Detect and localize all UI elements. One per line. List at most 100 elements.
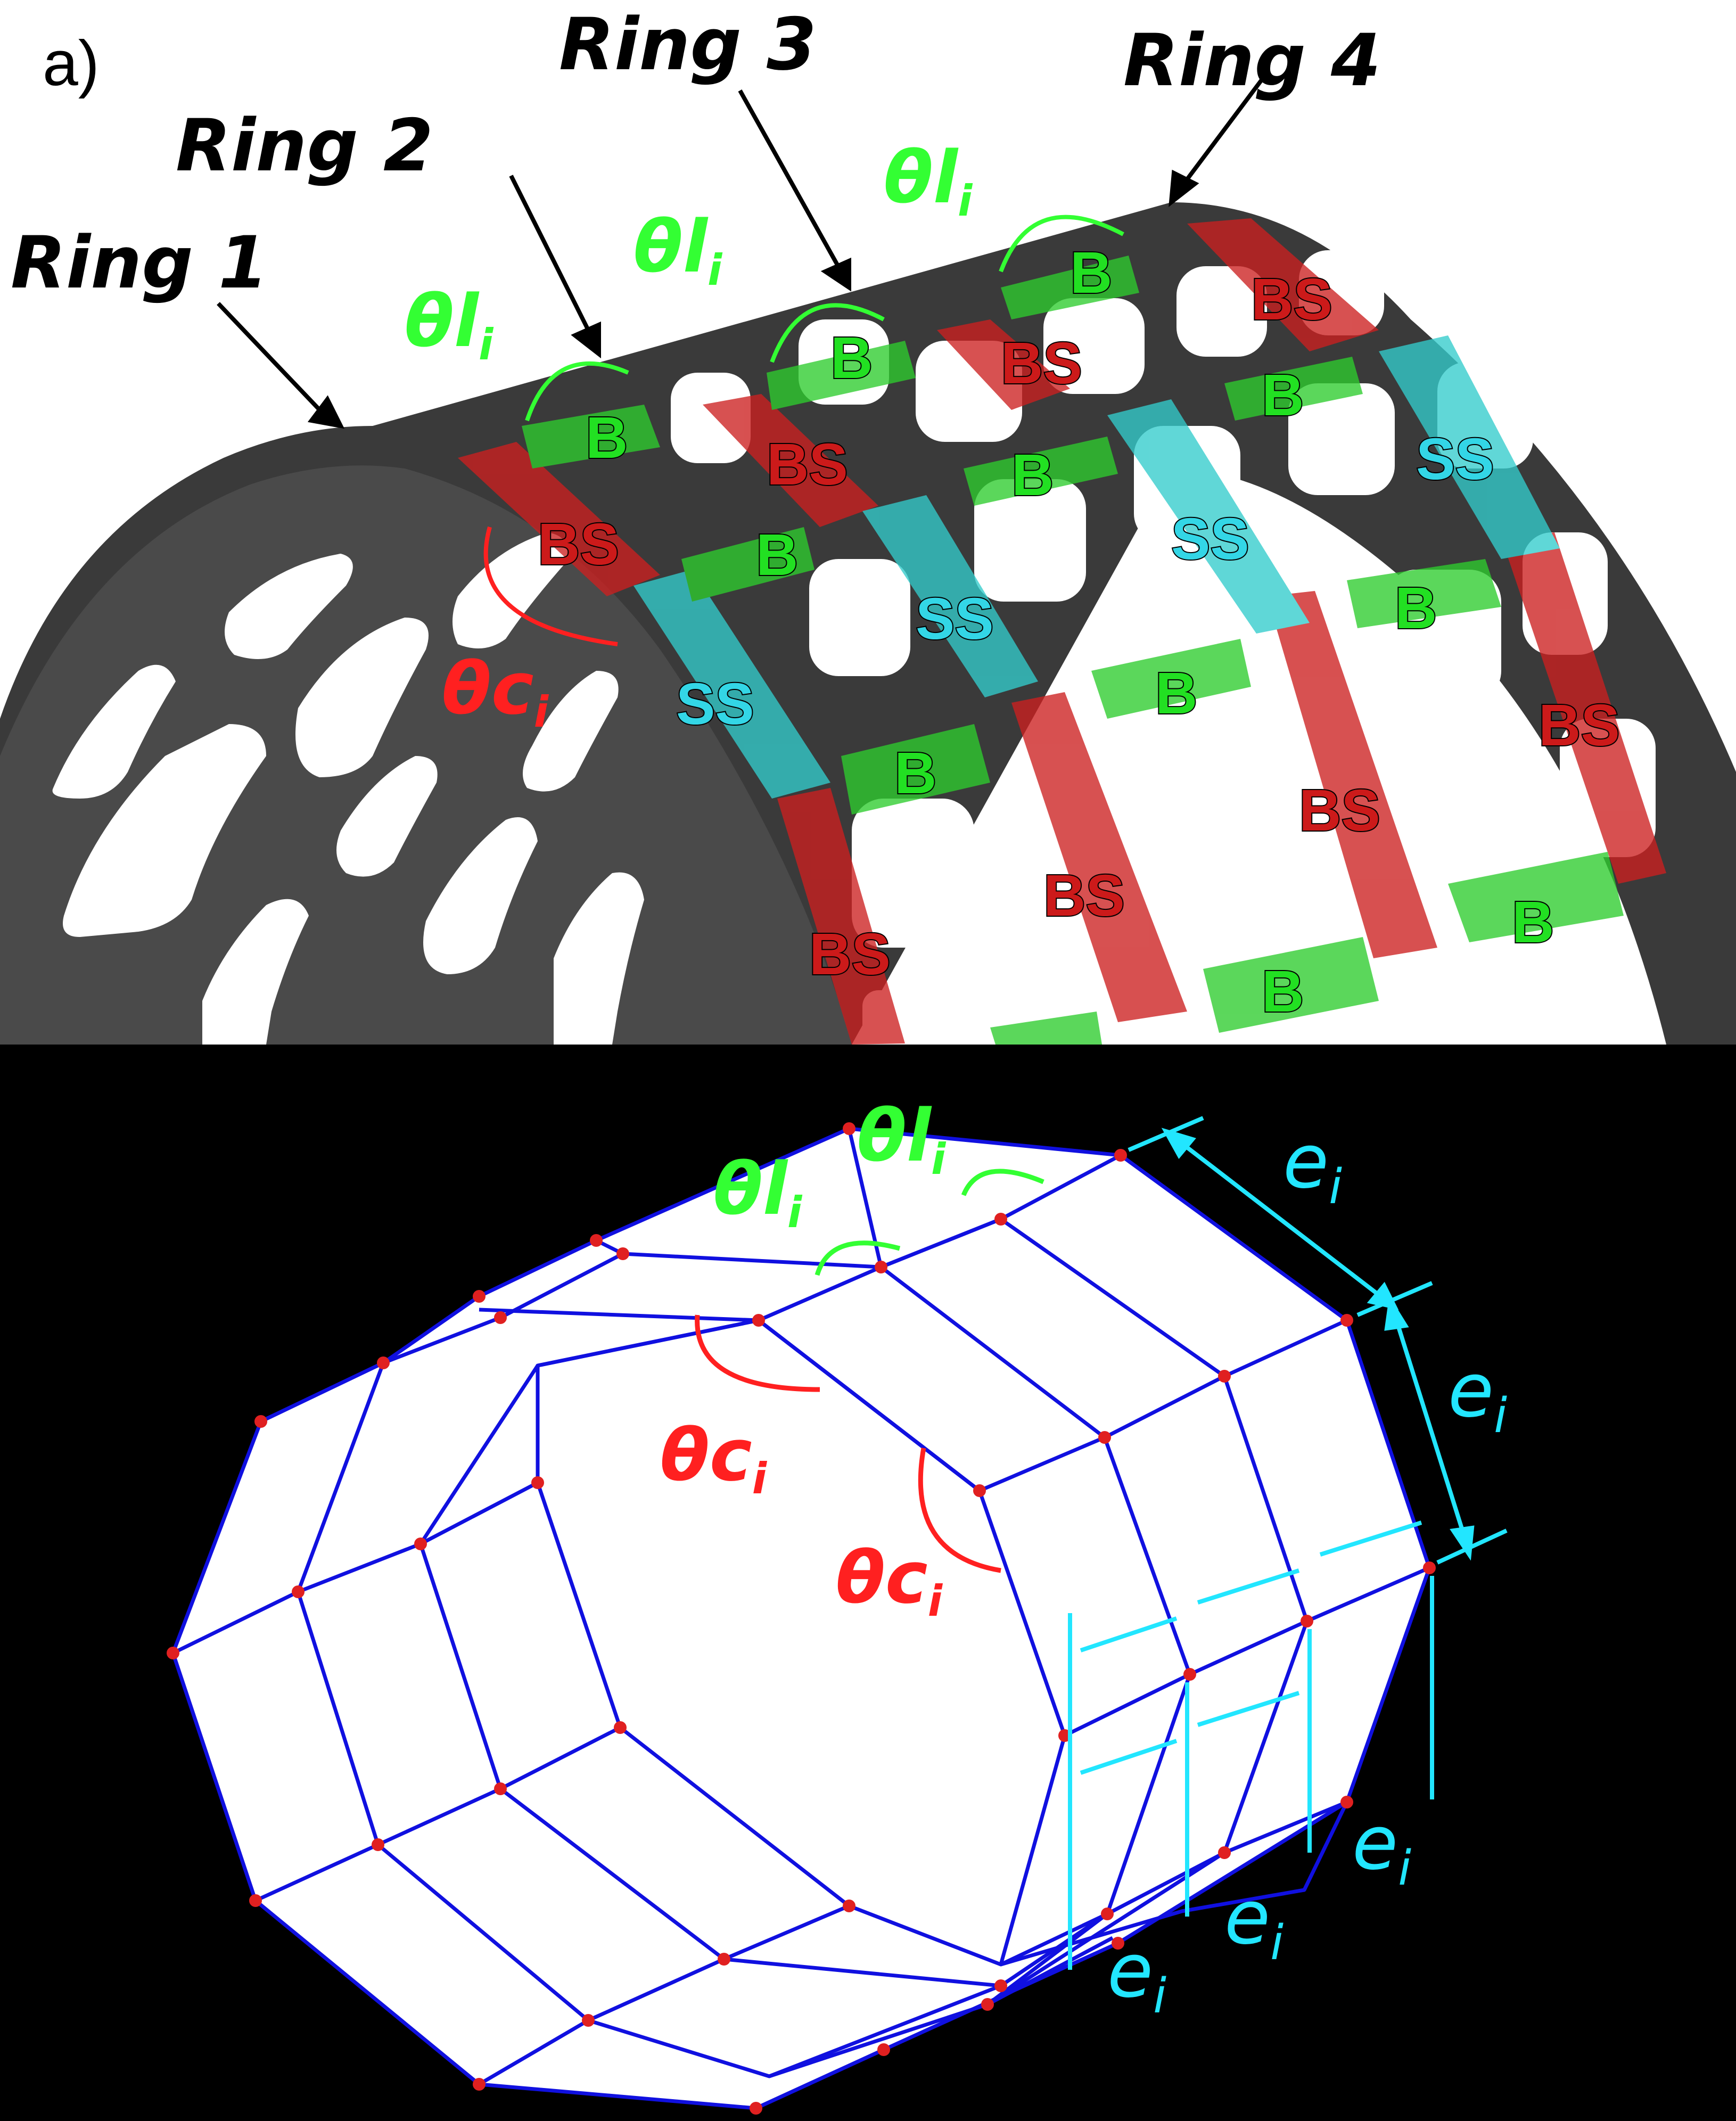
node: [1183, 1668, 1196, 1681]
theta-c-arc: [483, 526, 618, 646]
dim-arrow: [1080, 1739, 1178, 1775]
segment-ss: [1379, 335, 1560, 559]
dim-arrow: [1319, 1520, 1422, 1557]
label-bs: BS: [1299, 778, 1380, 843]
theta-l-arc: [961, 1169, 1044, 1196]
edge-label: ei: [1107, 1928, 1166, 2024]
theta-c-label: θci: [660, 1413, 768, 1503]
label-b: B: [1070, 240, 1112, 306]
wire-nodes: [167, 1122, 1436, 2115]
ring-4-label: Ring 4: [1123, 19, 1381, 102]
segment-b: [990, 1012, 1102, 1045]
segment-b: [964, 437, 1118, 506]
label-ss: SS: [1416, 426, 1494, 492]
theta-l-arc: [770, 303, 885, 363]
windows-right: [671, 250, 1656, 1045]
segment-bs: [1011, 692, 1187, 1022]
theta-l-arc: [814, 1240, 901, 1276]
node: [1101, 1908, 1114, 1920]
node: [414, 1538, 427, 1550]
node: [372, 1838, 384, 1851]
edge-label: ei: [1283, 1119, 1342, 1215]
label-ss: SS: [1171, 506, 1249, 572]
node: [752, 1314, 765, 1327]
node: [843, 1900, 855, 1912]
segment-bs: [937, 319, 1070, 410]
label-b: B: [1155, 661, 1197, 726]
node: [531, 1476, 544, 1489]
node: [249, 1894, 262, 1907]
node: [843, 1122, 855, 1135]
node: [254, 1415, 267, 1428]
node: [1112, 1937, 1124, 1950]
theta-l-label: θli: [884, 136, 973, 226]
ring-2-label: Ring 2: [176, 104, 433, 187]
segment-labels: BS BS BS BS BS BS BS BS SS SS SS SS B B …: [537, 239, 1621, 1025]
windows-left: [52, 532, 644, 1045]
node: [981, 1998, 994, 2011]
node: [994, 1979, 1007, 1992]
ring-1-label: Ring 1: [11, 221, 268, 305]
node: [1218, 1370, 1231, 1383]
segment-b: [1091, 639, 1251, 719]
theta-l-label: θli: [633, 205, 723, 295]
label-bs: BS: [1001, 331, 1082, 396]
label-bs: BS: [767, 432, 848, 497]
segments: [458, 218, 1666, 1045]
ring-labels: Ring 1 Ring 2 Ring 3 Ring 4: [11, 3, 1381, 305]
edge-label: ei: [1352, 1800, 1411, 1896]
node: [377, 1357, 390, 1369]
segment-b: [1224, 357, 1363, 421]
edge-label: ei: [1224, 1875, 1284, 1971]
ring-3-label: Ring 3: [559, 3, 817, 86]
segment-ss: [862, 495, 1038, 697]
theta-l-label: θli: [405, 279, 494, 369]
theta-l-label: θli: [713, 1147, 803, 1237]
node: [582, 2014, 595, 2027]
segment-b: [767, 341, 916, 410]
dim-arrow: [1080, 1616, 1178, 1653]
theta-l-arc: [999, 215, 1124, 273]
dimension-lines: [1068, 1116, 1508, 1970]
segment-ss: [633, 570, 830, 799]
node: [1340, 1314, 1353, 1327]
label-b: B: [1262, 363, 1304, 428]
node: [1423, 1561, 1436, 1574]
angle-labels-top: θli θli θli θci: [405, 136, 973, 737]
panel-divider: [0, 1045, 1736, 1056]
ring-arrows: [217, 78, 1264, 429]
segment-b: [1448, 852, 1624, 942]
dim-arrow: [1175, 1137, 1386, 1301]
dim-arrow: [1197, 1568, 1300, 1605]
dim-tick: [1356, 1281, 1433, 1317]
node: [494, 1311, 507, 1324]
angle-labels-bottom: θli θli θci θci: [660, 1094, 947, 1626]
segment-bs: [777, 788, 905, 1045]
ring-annotations: Ring 1 Ring 2 Ring 3 Ring 4 a): [11, 3, 1381, 429]
label-bs: BS: [538, 512, 619, 577]
panel-label: a): [43, 28, 100, 99]
label-b: B: [1512, 890, 1554, 955]
segment-b: [681, 527, 814, 602]
label-b: B: [756, 522, 798, 588]
theta-c-arc: [695, 1314, 820, 1392]
label-b: B: [830, 325, 873, 391]
label-ss: SS: [916, 586, 994, 652]
node: [877, 2043, 890, 2056]
edge-label: ei: [1448, 1347, 1507, 1444]
segment-bs: [703, 394, 878, 527]
node: [973, 1484, 986, 1497]
label-bs: BS: [1251, 267, 1332, 332]
node: [292, 1585, 305, 1598]
node: [590, 1234, 603, 1247]
segment-b: [1347, 559, 1501, 628]
label-bs: BS: [1538, 693, 1620, 758]
wire-edges: [171, 1127, 1431, 2110]
segment-bs: [458, 442, 660, 596]
theta-l-label: θli: [857, 1094, 947, 1184]
label-b: B: [894, 741, 936, 806]
theta-l-arc: [525, 361, 629, 422]
node: [473, 2078, 486, 2091]
